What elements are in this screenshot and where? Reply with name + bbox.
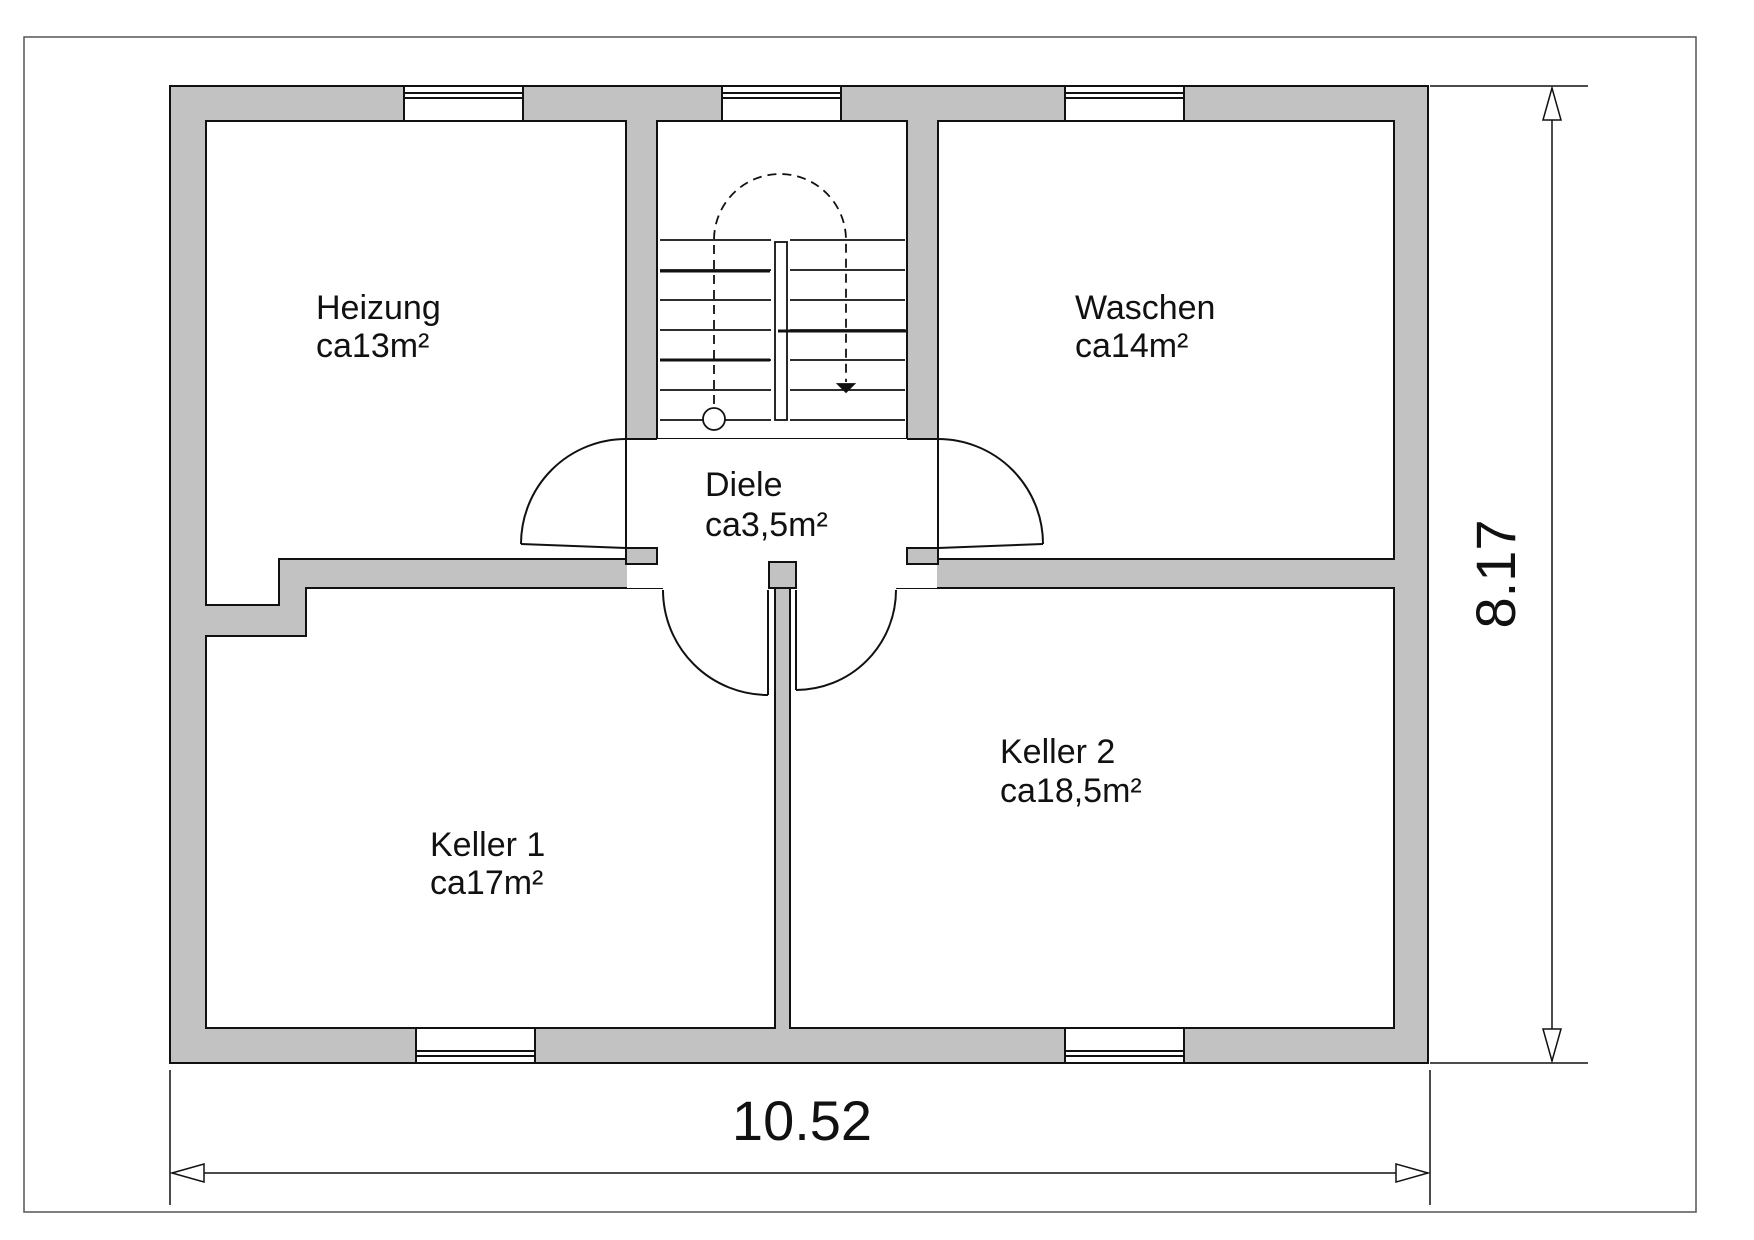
dimension-width-label: 10.52 <box>732 1089 872 1152</box>
dim-arrow-left-icon <box>169 1163 205 1183</box>
door-swings <box>520 438 1044 696</box>
staircase <box>660 173 907 431</box>
window-top-left <box>403 85 524 122</box>
room-area-diele: ca3,5m² <box>705 506 828 544</box>
windows <box>403 85 1185 1064</box>
door-waschen <box>937 438 1044 549</box>
room-name-keller1: Keller 1 <box>430 826 545 864</box>
door-keller2 <box>795 589 897 691</box>
window-top-right <box>1064 85 1185 122</box>
wall-stubs <box>625 547 939 589</box>
dim-arrow-bottom-icon <box>1542 1028 1562 1064</box>
room-name-diele: Diele <box>705 466 782 504</box>
dim-arrow-top-icon <box>1542 85 1562 121</box>
room-name-waschen: Waschen <box>1075 289 1215 327</box>
room-area-keller2: ca18,5m² <box>1000 772 1142 810</box>
stair-walkline <box>713 173 847 404</box>
dim-arrow-right-icon <box>1395 1163 1431 1183</box>
dimension-height-label: 8.17 <box>1464 520 1527 629</box>
window-bottom-left <box>415 1027 536 1064</box>
width-dimension <box>169 1070 1431 1205</box>
door-heizung <box>520 438 627 549</box>
stair-arrow-icon <box>835 383 857 394</box>
door-keller1 <box>662 589 769 696</box>
room-name-keller2: Keller 2 <box>1000 733 1115 771</box>
height-dimension <box>1430 85 1588 1064</box>
room-labels: Heizung ca13m² Waschen ca14m² Diele ca3,… <box>316 289 1215 902</box>
window-top-center <box>721 85 842 122</box>
window-bottom-right <box>1064 1027 1185 1064</box>
room-area-keller1: ca17m² <box>430 864 543 902</box>
stair-landing-lines <box>660 269 907 362</box>
room-area-waschen: ca14m² <box>1075 327 1188 365</box>
room-name-heizung: Heizung <box>316 289 441 327</box>
stair-start-icon <box>702 407 726 431</box>
room-area-heizung: ca13m² <box>316 327 429 365</box>
